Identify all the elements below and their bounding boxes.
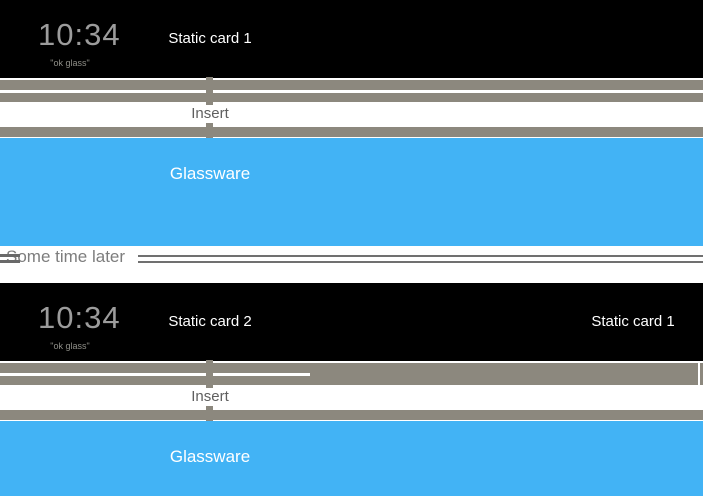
insert-connector-tab <box>206 77 213 81</box>
static-card-1-aged-label: Static card 1 <box>591 313 675 330</box>
timeline-bar <box>0 410 703 420</box>
insert-connector-tab <box>206 419 213 422</box>
clock-text: 10:34 <box>38 17 121 52</box>
insert-connector-tab <box>206 89 213 94</box>
insert-connector-tab <box>206 406 213 411</box>
time-separator-line <box>0 261 703 263</box>
time-separator-label: Some time later <box>6 247 126 266</box>
timeline-bar <box>0 376 703 385</box>
home-card-2: 10:34 "ok glass" Static card 2 Static ca… <box>0 283 703 361</box>
home-card-1: 10:34 "ok glass" Static card 1 <box>0 0 703 78</box>
aged-card-divider <box>698 361 700 385</box>
static-card-1-label: Static card 1 <box>168 30 252 47</box>
timeline-bar <box>0 127 703 137</box>
time-separator-line-end <box>0 260 20 263</box>
glassware-card: Glassware <box>0 421 703 496</box>
insert-connector-tab <box>206 372 213 377</box>
time-separator-line-end <box>0 254 20 257</box>
glassware-card: Glassware <box>0 138 703 246</box>
ok-glass-hotword: "ok glass" <box>50 341 90 351</box>
insert-label: Insert <box>191 388 229 405</box>
time-separator-text-mask <box>18 247 138 269</box>
glassware-label: Glassware <box>169 447 251 466</box>
insert-connector-tab <box>206 136 213 139</box>
insert-connector-tab <box>206 101 213 105</box>
timeline-bar <box>0 80 703 90</box>
time-separator-line <box>0 255 703 257</box>
insert-label: Insert <box>191 105 229 122</box>
insert-connector-tab <box>206 360 213 364</box>
insert-connector-tab <box>206 384 213 388</box>
clock-text: 10:34 <box>38 300 121 335</box>
static-card-2-label: Static card 2 <box>168 313 252 330</box>
glassware-label: Glassware <box>169 164 251 183</box>
ok-glass-hotword: "ok glass" <box>50 58 90 68</box>
timeline-bar <box>0 363 703 373</box>
insert-connector-tab <box>206 123 213 128</box>
timeline-bar <box>0 93 703 102</box>
timeline-bar-merged <box>310 373 703 376</box>
